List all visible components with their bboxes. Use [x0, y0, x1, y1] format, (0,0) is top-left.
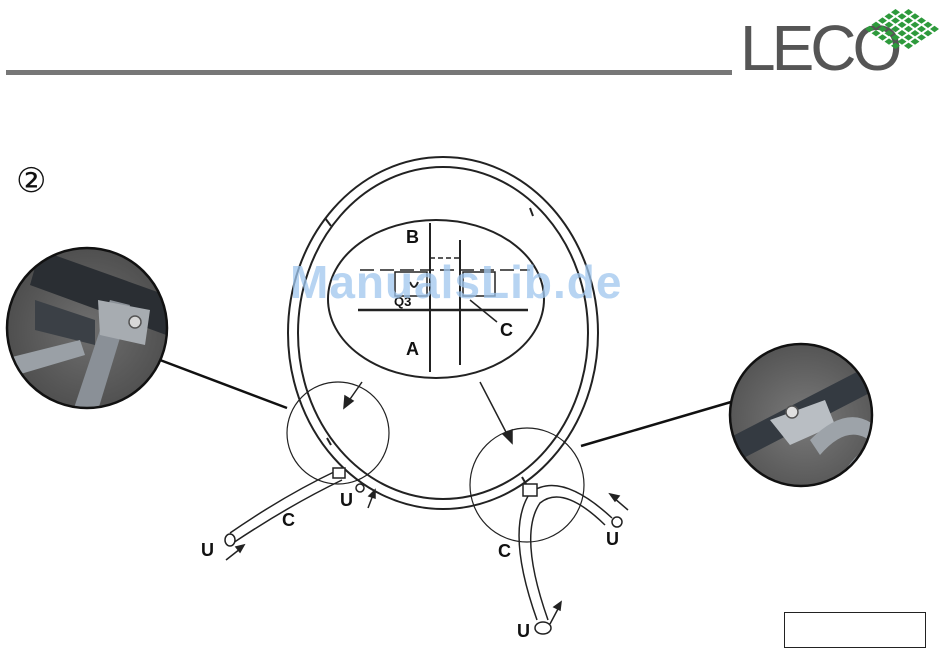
photo-inset-right: [581, 340, 890, 500]
oval-frame: [288, 157, 598, 509]
label-u-left-joint: U: [340, 490, 353, 510]
label-c-right: C: [498, 541, 511, 561]
detail-arrows: [344, 382, 512, 443]
label-a: A: [406, 339, 419, 359]
label-u-right-end: U: [606, 529, 619, 549]
page-number-box: [784, 612, 926, 648]
tube-right: [519, 484, 622, 634]
label-q3: Q3: [394, 294, 411, 309]
label-b: B: [406, 227, 419, 247]
zoom-circles: [287, 382, 584, 542]
label-u-bottom-end: U: [517, 621, 530, 641]
label-c-left: C: [282, 510, 295, 530]
detail-ellipse: [328, 220, 544, 378]
label-u-left-end: U: [201, 540, 214, 560]
label-c-detail: C: [500, 320, 513, 340]
photo-inset-left: [0, 240, 287, 420]
